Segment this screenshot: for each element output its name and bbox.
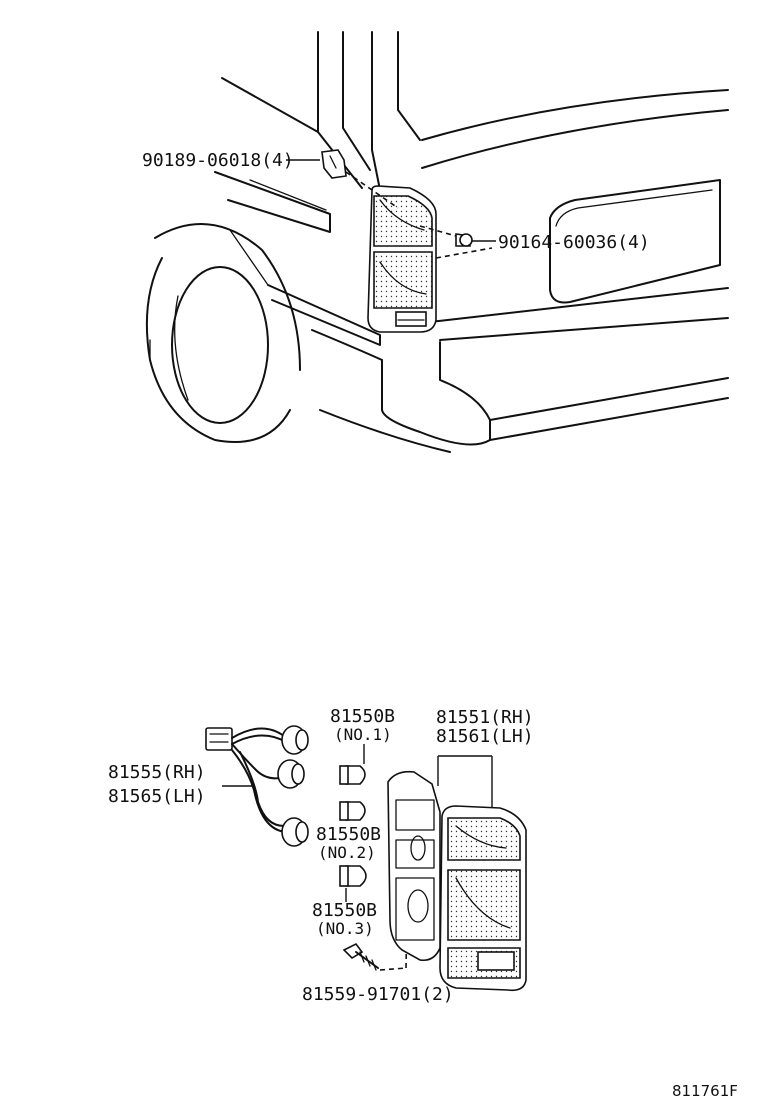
grommet-part: [286, 149, 399, 209]
bulb-no3-note-callout: (NO.3): [316, 919, 374, 938]
bulb-no1-part-callout: 81550B: [330, 706, 395, 727]
lower-screw-callout: 81559-91701(2): [302, 984, 454, 1005]
lamp-housing: [387, 770, 441, 962]
diagram-code: 811761F: [672, 1082, 738, 1100]
bulb-no2-part-callout: 81550B: [316, 824, 381, 845]
socket-rh-callout: 81555(RH): [108, 762, 206, 783]
upper-screw-part: [419, 225, 496, 259]
installed-tail-lamp: [367, 185, 437, 333]
bulb-no3-part-callout: 81550B: [312, 900, 377, 921]
bulb-no1-note-callout: (NO.1): [334, 725, 392, 744]
bulb-no2-note-callout: (NO.2): [318, 843, 376, 862]
bulb-no2: [339, 801, 366, 821]
grommet-callout: 90189-06018(4): [142, 150, 294, 171]
bulb-no1: [339, 744, 366, 785]
lens-lh-callout: 81561(LH): [436, 726, 534, 747]
vehicle-body-outline: [145, 31, 729, 453]
lens-rh-callout: 81551(RH): [436, 707, 534, 728]
bulb-no3: [339, 865, 367, 902]
upper-screw-callout: 90164-60036(4): [498, 232, 650, 253]
socket-wire-harness: [205, 725, 309, 847]
lamp-lens: [437, 755, 527, 992]
socket-lh-callout: 81565(LH): [108, 786, 206, 807]
